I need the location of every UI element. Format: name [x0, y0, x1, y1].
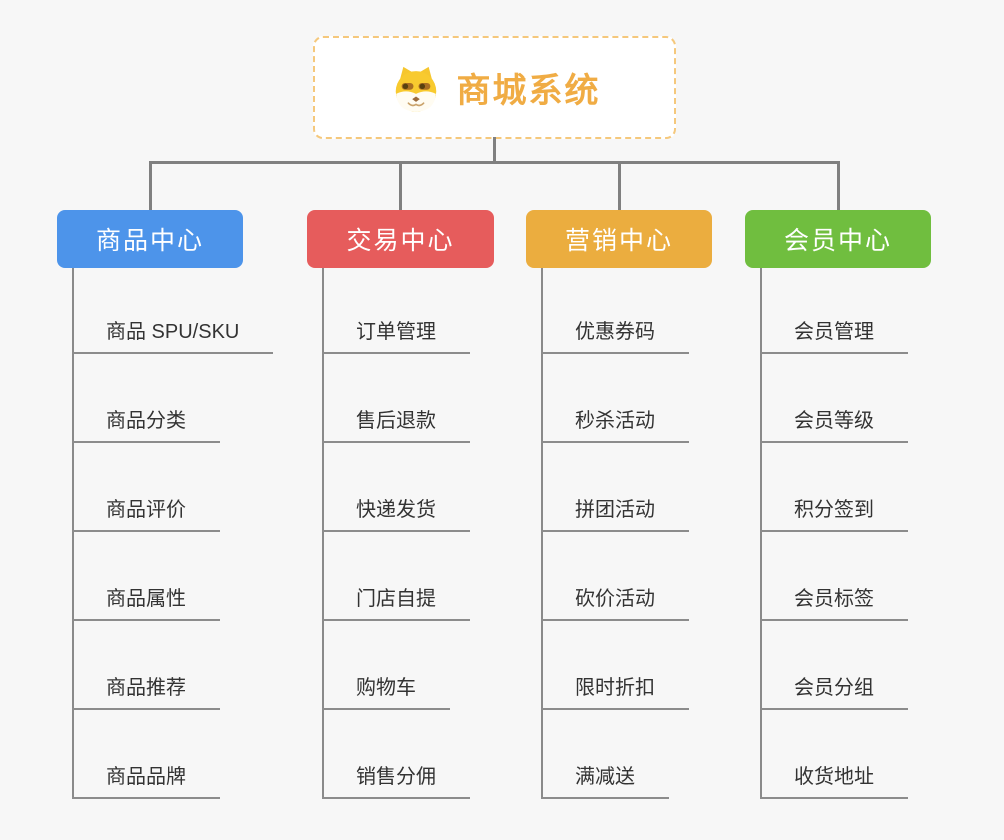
branch-topic[interactable]: 商品中心: [57, 210, 243, 268]
leaf-topic[interactable]: 商品推荐: [72, 675, 220, 710]
leaf-topic[interactable]: 订单管理: [322, 319, 470, 354]
leaf-topic[interactable]: 会员管理: [760, 319, 908, 354]
branch-stub-line: [148, 162, 152, 210]
leaf-topic[interactable]: 会员标签: [760, 586, 908, 621]
leaf-topic[interactable]: 会员分组: [760, 675, 908, 710]
branch-topic[interactable]: 营销中心: [526, 210, 712, 268]
leaf-topic[interactable]: 砍价活动: [541, 586, 689, 621]
branch-stub-line: [617, 162, 621, 210]
leaf-topic[interactable]: 限时折扣: [541, 675, 689, 710]
branch-topic[interactable]: 会员中心: [745, 210, 931, 268]
leaf-topic[interactable]: 销售分佣: [322, 764, 470, 799]
leaf-topic[interactable]: 商品分类: [72, 408, 220, 443]
branch-spine-line: [541, 268, 543, 799]
branch-spine-line: [760, 268, 762, 799]
branch-items: 订单管理售后退款快递发货门店自提购物车销售分佣: [307, 210, 494, 810]
leaf-topic[interactable]: 快递发货: [322, 497, 470, 532]
leaf-topic[interactable]: 商品属性: [72, 586, 220, 621]
branch-stub-line: [836, 162, 840, 210]
branch-items: 优惠券码秒杀活动拼团活动砍价活动限时折扣满减送: [526, 210, 712, 810]
leaf-topic[interactable]: 积分签到: [760, 497, 908, 532]
dog-face-icon: [395, 66, 436, 112]
leaf-topic[interactable]: 商品评价: [72, 497, 220, 532]
leaf-topic[interactable]: 商品 SPU/SKU: [72, 319, 274, 354]
leaf-topic[interactable]: 购物车: [322, 675, 450, 710]
root-connector-line: [493, 137, 496, 164]
branch-product-center: 商品中心 商品 SPU/SKU 商品分类商品评价商品属性商品推荐商品品牌: [57, 162, 274, 810]
branch-spine-line: [72, 268, 74, 799]
branch-member-center: 会员中心 会员管理会员等级积分签到会员标签会员分组收货地址: [745, 162, 931, 810]
branch-connector-line: [149, 161, 840, 164]
leaf-topic[interactable]: 优惠券码: [541, 319, 689, 354]
branch-stub-line: [399, 162, 402, 210]
leaf-topic[interactable]: 门店自提: [322, 586, 470, 621]
branch-marketing-center: 营销中心 优惠券码秒杀活动拼团活动砍价活动限时折扣满减送: [526, 162, 712, 810]
leaf-topic[interactable]: 拼团活动: [541, 497, 689, 532]
leaf-topic[interactable]: 收货地址: [760, 764, 908, 799]
leaf-topic[interactable]: 商品品牌: [72, 764, 220, 799]
leaf-topic[interactable]: 满减送: [541, 764, 669, 799]
branch-spine-line: [322, 268, 324, 799]
leaf-topic[interactable]: 秒杀活动: [541, 408, 689, 443]
root-topic[interactable]: 商城系统: [313, 36, 676, 139]
leaf-topic[interactable]: 售后退款: [322, 408, 470, 443]
branch-topic[interactable]: 交易中心: [307, 210, 494, 268]
branch-trade-center: 交易中心 订单管理售后退款快递发货门店自提购物车销售分佣: [307, 162, 494, 810]
branch-items: 会员管理会员等级积分签到会员标签会员分组收货地址: [745, 210, 931, 810]
root-title: 商城系统: [456, 72, 601, 110]
leaf-topic[interactable]: 会员等级: [760, 408, 908, 443]
branch-items: 商品 SPU/SKU 商品分类商品评价商品属性商品推荐商品品牌: [57, 210, 274, 810]
